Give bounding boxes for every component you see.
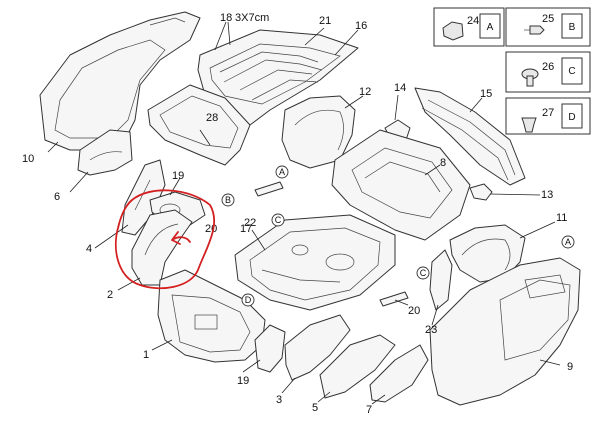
part-5-sill-rear: [319, 334, 396, 399]
part-28-window-frame: [147, 84, 251, 166]
part-22-strip: [254, 181, 284, 197]
label-19-upper: 19: [172, 170, 184, 182]
label-2: 2: [107, 289, 113, 301]
label-8: 8: [440, 157, 446, 169]
part-9-quarter-panel: [429, 257, 581, 406]
part-2-wheel-arch: [131, 209, 193, 286]
part-19-lower-piece: [254, 324, 286, 373]
part-17-floor: [234, 214, 396, 311]
callout-a-lower-letter: A: [565, 237, 571, 247]
part-23-pillar: [429, 249, 453, 311]
label-15: 15: [480, 88, 492, 100]
callout-c-upper: [271, 213, 285, 227]
red-annotation: [114, 189, 216, 290]
legend-num-25: 25: [542, 13, 554, 25]
label-10: 10: [22, 153, 34, 165]
label-12: 12: [359, 86, 371, 98]
label-18: 18: [220, 12, 232, 24]
label-3: 3: [276, 394, 282, 406]
legend-num-26: 26: [542, 61, 554, 73]
part-13-clip: [469, 183, 493, 201]
label-1: 1: [143, 349, 149, 361]
label-20-lower: 20: [408, 305, 420, 317]
part-12-wheel-arch: [281, 95, 356, 169]
part-6-fender: [77, 129, 133, 176]
part-3-sill: [284, 314, 351, 381]
label-13: 13: [541, 189, 553, 201]
legend-letter-b: B: [569, 22, 576, 33]
legend-letter-c: C: [568, 66, 575, 77]
label-22: 22: [244, 217, 256, 229]
part-20-strip-b: [379, 291, 409, 307]
label-14: 14: [394, 82, 406, 94]
label-17: 17: [240, 223, 252, 235]
label-4: 4: [86, 243, 92, 255]
legend: 24 A 25 B 26 C 27 D: [433, 7, 591, 135]
callout-d: [241, 293, 255, 307]
red-arrow-annotation: [171, 231, 191, 245]
label-11: 11: [556, 212, 567, 224]
callout-a-upper: [275, 165, 289, 179]
callout-c-lower: [416, 266, 430, 280]
label-21: 21: [319, 15, 331, 27]
label-19-lower: 19: [237, 375, 249, 387]
label-28: 28: [206, 112, 218, 124]
callout-c-upper-letter: C: [275, 215, 282, 225]
legend-letter-box-c: [561, 57, 583, 85]
callout-a-lower: [561, 235, 575, 249]
label-16: 16: [355, 20, 367, 32]
part-10-side-panel: [39, 11, 201, 151]
red-circle-annotation: [114, 189, 216, 290]
screw-icon: [529, 25, 545, 35]
part-16-roof: [197, 29, 359, 126]
leader-lines: [47, 21, 561, 405]
label-23: 23: [425, 324, 437, 336]
legend-letter-box-a: [479, 13, 501, 39]
part-8-trunk-floor: [331, 129, 471, 241]
part-1-inner-quarter: [157, 269, 266, 363]
legend-letter-box-b: [561, 13, 583, 39]
callout-b: [221, 193, 235, 207]
label-9: 9: [567, 361, 573, 373]
label-dimension: 3X7cm: [235, 12, 269, 24]
part-15-rear-panel: [414, 87, 526, 186]
callout-a-upper-letter: A: [279, 167, 285, 177]
legend-num-24: 24: [467, 15, 479, 27]
part-7-quarter-lower: [369, 344, 429, 403]
label-20-upper: 20: [205, 223, 217, 235]
clip-icon: [442, 21, 464, 41]
legend-letter-a: A: [487, 22, 494, 33]
callout-c-lower-letter: C: [420, 268, 427, 278]
callout-d-letter: D: [245, 295, 252, 305]
plug-icon: [521, 117, 537, 133]
callout-b-letter: B: [225, 195, 231, 205]
label-7: 7: [366, 404, 372, 416]
legend-num-27: 27: [542, 107, 554, 119]
legend-letter-d: D: [568, 112, 575, 123]
label-6: 6: [54, 191, 60, 203]
legend-letter-box-d: [561, 103, 583, 129]
label-5: 5: [312, 402, 318, 414]
